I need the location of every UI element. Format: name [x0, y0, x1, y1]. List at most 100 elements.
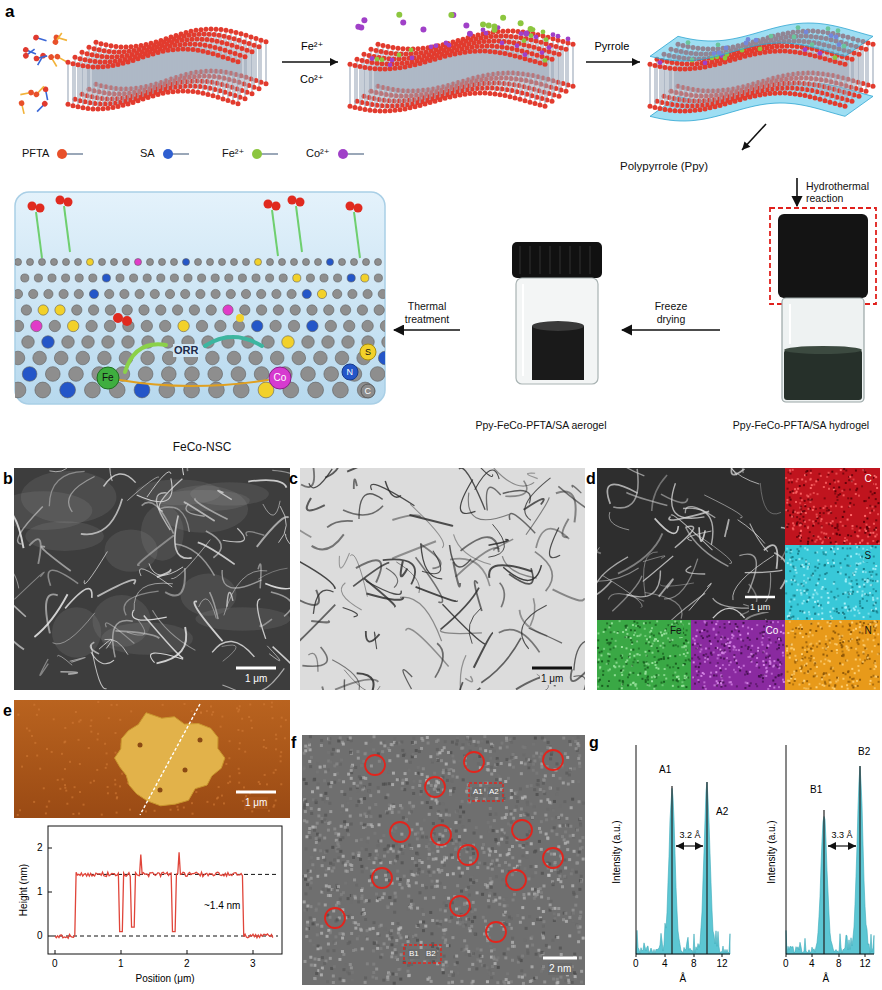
lipid-head: [472, 40, 477, 45]
sheet-edge: [311, 621, 329, 623]
lipid-head: [348, 104, 353, 109]
map-signal: [787, 488, 789, 490]
lipid-head: [388, 108, 393, 113]
lipid-head: [425, 98, 430, 103]
lipid-head: [427, 52, 432, 57]
sheet-edge: [157, 569, 171, 577]
lipid-head: [150, 88, 155, 93]
lipid-head: [186, 89, 191, 94]
sheet-edge: [672, 483, 705, 518]
lipid-head: [417, 96, 422, 101]
lipid-head: [174, 33, 179, 38]
lipid-head: [146, 95, 151, 100]
lipid-head: [405, 60, 410, 65]
sa-molecule: [35, 100, 49, 114]
lipid-head: [76, 104, 81, 109]
lipid-head: [465, 45, 470, 50]
lipid-head: [200, 37, 205, 42]
lipid-head: [83, 57, 88, 62]
metal-ion: [481, 28, 486, 33]
lipid-head: [206, 92, 211, 97]
lipid-head: [207, 32, 212, 37]
lipid-head: [427, 94, 432, 99]
map-signal: [874, 529, 876, 531]
lipid-head: [233, 51, 238, 56]
sheet-edge: [613, 469, 638, 508]
lipid-head: [157, 83, 162, 88]
lipid-head: [113, 101, 118, 106]
sheet-edge: [371, 484, 415, 505]
sheet-edge: [594, 557, 628, 601]
lipid-head: [102, 48, 107, 53]
map-signal: [871, 510, 873, 512]
lipid-head: [217, 75, 222, 80]
map-signal: [864, 532, 866, 534]
lipid-head: [114, 44, 119, 49]
lipid-head: [129, 86, 134, 91]
lipid-head: [214, 69, 219, 74]
lipid-head: [535, 95, 540, 100]
sheet-edge: [322, 687, 363, 717]
lipid-head: [411, 46, 416, 51]
lipid-head: [460, 88, 465, 93]
sheet-edge: [661, 593, 705, 636]
molecule-tail: [55, 33, 61, 42]
lipid-head: [380, 103, 385, 108]
lipid-head: [180, 80, 185, 85]
lipid-head: [415, 100, 420, 105]
map-signal: [836, 499, 838, 501]
map-signal: [799, 502, 801, 504]
map-signal: [809, 508, 811, 510]
map-signal: [807, 495, 809, 497]
lipid-head: [170, 82, 175, 87]
lipid-head: [180, 38, 185, 43]
lipid-head: [376, 84, 381, 89]
map-signal: [848, 479, 850, 481]
sheet-edge: [661, 494, 688, 502]
lipid-head: [489, 76, 494, 81]
lipid-head: [458, 92, 463, 97]
lipid-head: [497, 39, 502, 44]
lipid-head: [190, 79, 195, 84]
map-signal: [799, 522, 801, 524]
lipid-head: [185, 37, 190, 42]
lipid-head: [478, 49, 483, 54]
map-signal: [835, 543, 837, 545]
sheet-edge: [671, 515, 712, 550]
lipid-head: [410, 59, 415, 64]
lipid-head: [99, 41, 104, 46]
lipid-head: [177, 35, 182, 40]
lipid-head: [221, 96, 226, 101]
molecule-tail: [36, 86, 44, 94]
lipid-head: [99, 83, 104, 88]
lipid-head: [515, 47, 520, 52]
lipid-head: [134, 86, 139, 91]
sheet-edge: [556, 492, 576, 523]
sheet-edge: [468, 493, 509, 520]
map-signal: [800, 493, 802, 495]
lipid-head: [453, 93, 458, 98]
lipid-head: [473, 49, 478, 54]
sheet-edge: [719, 441, 759, 484]
lipid-head: [491, 30, 496, 35]
lipid-head: [470, 87, 475, 92]
map-signal: [789, 504, 791, 506]
sheet-patch: [25, 521, 104, 551]
map-signal: [814, 541, 816, 543]
sheet-edge: [301, 452, 314, 487]
lipid-head: [128, 56, 133, 61]
map-signal: [836, 533, 838, 535]
lipid-head: [112, 49, 117, 54]
sem-image: [14, 468, 290, 690]
sheet-edge: [731, 456, 744, 475]
lipid-head: [404, 93, 409, 98]
lipid-head: [232, 78, 237, 83]
lipid-head: [518, 97, 523, 102]
map-signal: [799, 532, 801, 534]
lipid-head: [121, 103, 126, 108]
lipid-head: [551, 36, 556, 41]
lipid-head: [425, 56, 430, 61]
lipid-head: [549, 43, 554, 48]
lipid-head: [386, 86, 391, 91]
sheet-edge: [65, 589, 92, 609]
